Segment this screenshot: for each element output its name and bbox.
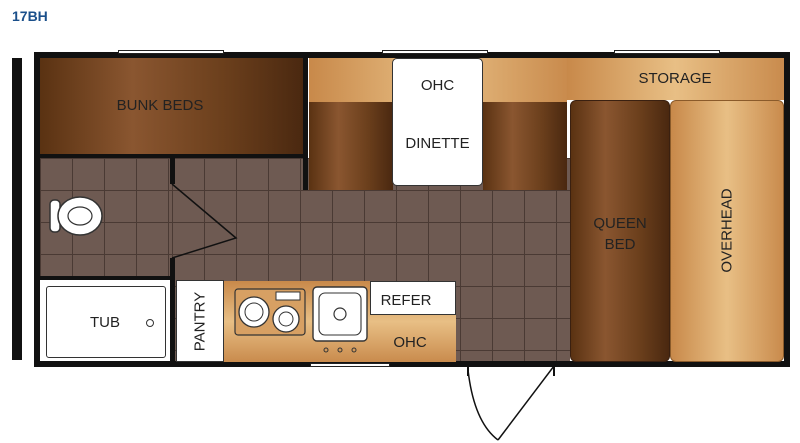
window-dinette: [382, 50, 488, 54]
model-title: 17BH: [12, 8, 48, 24]
window-bunk: [118, 50, 224, 54]
stove-icon: [234, 288, 306, 336]
queen-bed-label: QUEEN BED: [593, 215, 647, 253]
window-storage: [614, 50, 720, 54]
bunk-wall: [40, 154, 308, 158]
dinette-label: DINETTE: [405, 135, 470, 152]
bath-wall-lower: [170, 258, 175, 364]
storage-area: [567, 58, 784, 100]
wall-left: [34, 52, 40, 367]
overhead-label: OVERHEAD: [718, 188, 736, 273]
ohc-top-label: OHC: [420, 77, 455, 94]
wall-top: [34, 52, 790, 58]
toilet-icon: [49, 196, 103, 236]
wall-bottom: [34, 361, 790, 367]
sink-icon: [312, 286, 368, 353]
pantry-label: PANTRY: [191, 291, 209, 352]
wall-right: [784, 52, 790, 367]
hitch-bar: [12, 58, 22, 360]
dinette-table: [392, 58, 483, 186]
bath-wall-vertical: [170, 158, 175, 184]
dinette-seat-right: [483, 102, 567, 190]
queen-bed: [570, 100, 670, 362]
bunk-beds-area: [40, 58, 304, 156]
overhead-area: [670, 100, 784, 362]
dinette-seat-left: [309, 102, 393, 190]
tub-label: TUB: [90, 314, 120, 331]
refrigerator: [370, 281, 456, 315]
pantry: [176, 280, 224, 362]
bunk-wall-right: [303, 58, 308, 190]
bath-wall-horizontal: [40, 276, 174, 280]
ohc-bottom-label: OHC: [393, 334, 427, 351]
entry-door: [467, 364, 555, 441]
bath-door: [171, 183, 238, 259]
bunk-beds-label: BUNK BEDS: [116, 97, 204, 114]
tub-drain-icon: [146, 319, 154, 327]
refer-label: REFER: [380, 292, 432, 309]
storage-label: STORAGE: [638, 70, 712, 87]
window-kitchen: [310, 363, 390, 367]
